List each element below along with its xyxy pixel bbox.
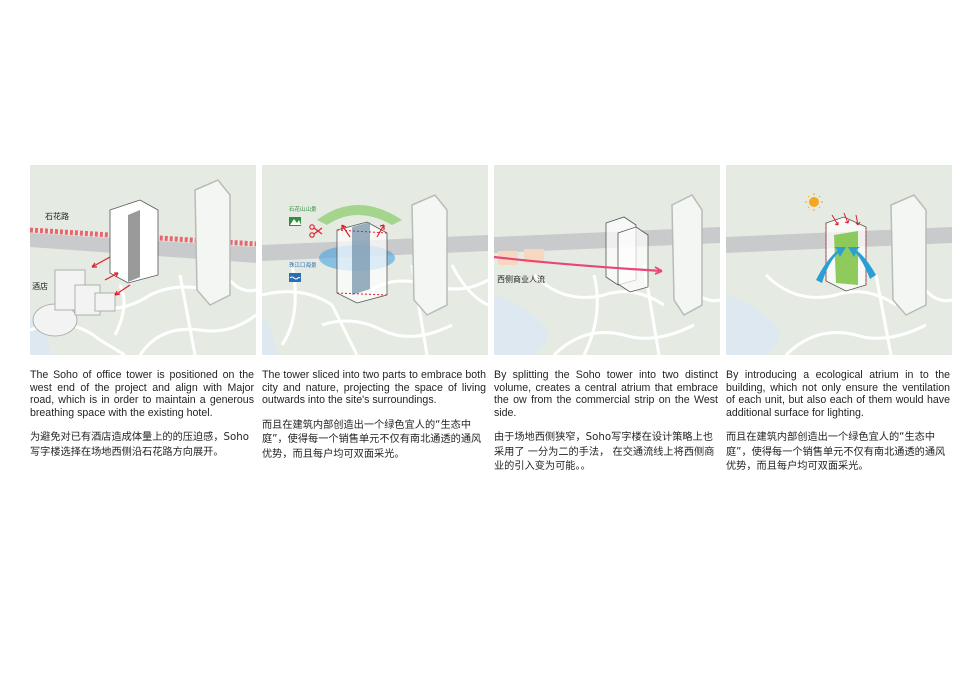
sun-icon bbox=[805, 193, 823, 211]
scissors-icon bbox=[309, 224, 323, 238]
caption-zh-1: 为避免对已有酒店造成体量上的的压迫感，Soho写字楼选择在场地西侧沿石花路方向展… bbox=[30, 432, 249, 458]
caption-zh-4: 而且在建筑内部创造出一个绿色宜人的“生态中庭”，使得每一个销售单元不仅有南北通透… bbox=[726, 432, 946, 473]
mountain-label: 石花山山景 bbox=[289, 205, 317, 213]
site-map-3: 西侧商业人流 bbox=[494, 165, 720, 355]
panel-4: By introducing a ecological atrium in to… bbox=[726, 165, 952, 475]
road-label: 石花路 bbox=[45, 211, 69, 221]
caption-en-4: By introducing a ecological atrium in to… bbox=[726, 369, 950, 419]
harbor-label: 珠江口海景 bbox=[289, 261, 317, 269]
hotel-building bbox=[32, 269, 116, 337]
caption-en-1: The Soho of office tower is positioned o… bbox=[30, 369, 254, 419]
wave-icon bbox=[289, 273, 301, 282]
panel-2: 石花山山景 珠江口海景 The tower sliced into two pa… bbox=[262, 165, 488, 462]
soho-tower-4 bbox=[825, 216, 867, 292]
hotel-label: 酒店 bbox=[32, 281, 48, 291]
panel-3: 西侧商业人流 By splitting the Soho tower into … bbox=[494, 165, 720, 475]
caption-en-2: The tower sliced into two parts to embra… bbox=[262, 369, 486, 407]
site-map-4 bbox=[726, 165, 952, 355]
soho-tower-1 bbox=[109, 199, 159, 284]
soho-tower-2 bbox=[336, 221, 388, 304]
mountain-icon bbox=[289, 217, 301, 226]
caption-en-3: By splitting the Soho tower into two dis… bbox=[494, 369, 718, 419]
caption-zh-3: 由于场地西侧狭窄，Soho写字楼在设计策略上也采用了 一分为二的手法， 在交通流… bbox=[494, 432, 715, 473]
caption-zh-2: 而且在建筑内部创造出一个绿色宜人的“生态中庭”，使得每一个销售单元不仅有南北通透… bbox=[262, 419, 482, 460]
panel-1: 石花路 酒店 The Soho of office tower is posit… bbox=[30, 165, 256, 460]
site-map-1: 石花路 酒店 bbox=[30, 165, 256, 355]
flow-label: 西侧商业人流 bbox=[497, 274, 545, 284]
site-map-2: 石花山山景 珠江口海景 bbox=[262, 165, 488, 355]
